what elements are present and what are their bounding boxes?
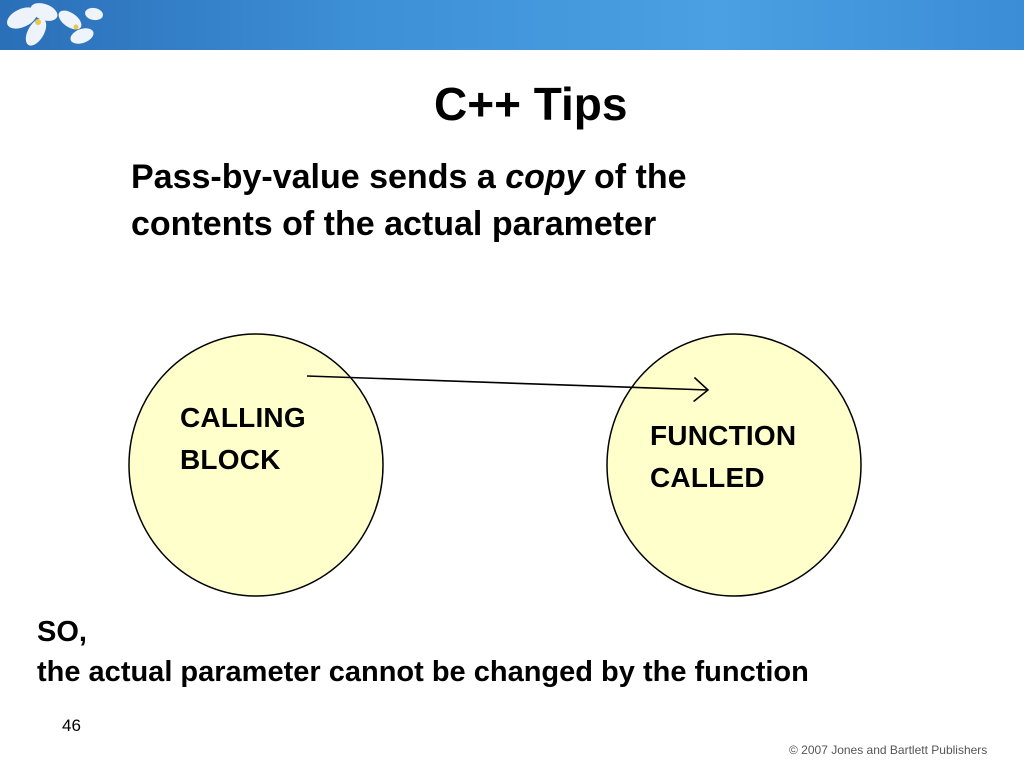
calling-block-label-line-1: CALLING xyxy=(180,402,306,433)
body-text-line-1: Pass-by-value sends a copy of the xyxy=(131,155,687,199)
header-banner xyxy=(0,0,1024,50)
calling-block-label-line-2: BLOCK xyxy=(180,444,281,475)
conclusion-so: SO, xyxy=(37,616,87,648)
function-called-circle xyxy=(606,333,862,597)
function-called-label-line-1: FUNCTION xyxy=(650,420,797,451)
conclusion-text: the actual parameter cannot be changed b… xyxy=(37,656,809,688)
flower-decoration-icon xyxy=(7,3,103,46)
copy-arrow xyxy=(306,375,710,403)
body-text-emphasis: copy xyxy=(505,158,585,196)
page-number: 46 xyxy=(62,716,81,735)
calling-block-circle xyxy=(128,333,384,597)
function-called-label-line-2: CALLED xyxy=(650,462,765,493)
slide-title: C++ Tips xyxy=(434,78,628,130)
body-text-line-1-start: Pass-by-value sends a xyxy=(131,158,506,196)
body-text-line-1-end: of the xyxy=(584,158,687,196)
body-text-line-2: contents of the actual parameter xyxy=(131,205,657,243)
copyright-notice: © 2007 Jones and Bartlett Publishers xyxy=(789,743,988,757)
